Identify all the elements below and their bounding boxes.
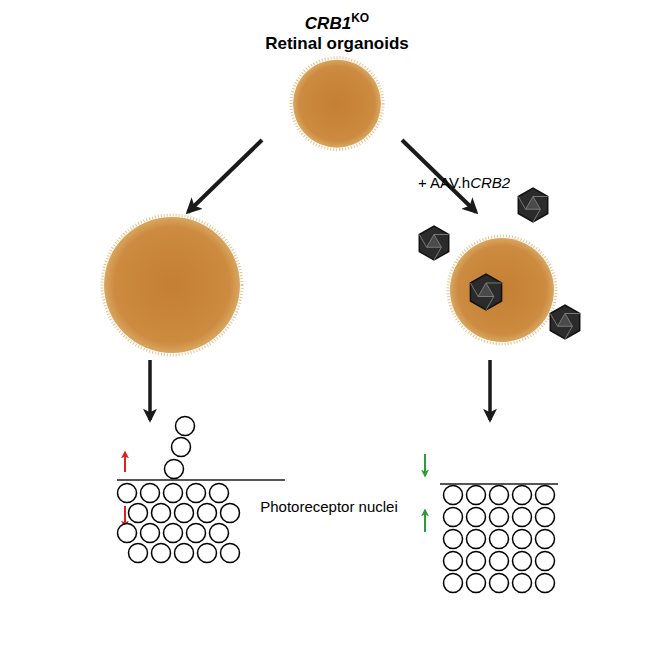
- photoreceptor-nucleus: [444, 530, 463, 549]
- photoreceptor-nucleus: [513, 508, 532, 527]
- photoreceptor-nucleus: [490, 508, 509, 527]
- photoreceptor-nucleus: [118, 524, 137, 543]
- photoreceptor-nucleus: [490, 574, 509, 593]
- photoreceptor-nucleus: [444, 552, 463, 571]
- photoreceptor-nucleus: [536, 486, 555, 505]
- organoid-node: CRB1KORetinal organoids: [232, 6, 442, 152]
- aav-particle: [470, 274, 501, 310]
- organoid-untreated: [102, 215, 242, 355]
- photoreceptor-nucleus: [490, 530, 509, 549]
- flow-arrow: [402, 140, 476, 212]
- photoreceptor-nucleus: [141, 524, 160, 543]
- photoreceptor-nucleus: [513, 552, 532, 571]
- photoreceptor-nucleus: [152, 544, 171, 563]
- photoreceptor-nucleus: [444, 486, 463, 505]
- photoreceptor-nucleus: [467, 508, 486, 527]
- photoreceptor-nucleus: [210, 524, 229, 543]
- vector-label: + AAV.h: [418, 174, 470, 192]
- photoreceptor-nucleus: [176, 417, 195, 436]
- photoreceptor-nucleus: [221, 544, 240, 563]
- photoreceptor-nucleus: [210, 484, 229, 503]
- flow-arrow: [188, 140, 262, 212]
- photoreceptor-nucleus: [536, 574, 555, 593]
- photoreceptor-nucleus: [444, 508, 463, 527]
- photoreceptor-nucleus: [172, 438, 191, 457]
- outer-limiting-membrane: [440, 483, 558, 485]
- photoreceptor-nucleus: [536, 508, 555, 527]
- photoreceptor-nucleus: [187, 524, 206, 543]
- node-heading: Retinal organoids: [232, 34, 442, 54]
- photoreceptor-nucleus: [536, 552, 555, 571]
- photoreceptor-nucleus: [444, 574, 463, 593]
- photoreceptor-nucleus: [536, 530, 555, 549]
- photoreceptor-nucleus: [513, 574, 532, 593]
- photoreceptor-nucleus: [513, 530, 532, 549]
- photoreceptor-nucleus: [198, 544, 217, 563]
- photoreceptor-nucleus: [198, 504, 217, 523]
- layer-label: Photoreceptor nuclei: [260, 498, 398, 516]
- decrease-arrow: [424, 454, 426, 476]
- photoreceptor-nucleus: [129, 544, 148, 563]
- photoreceptor-nucleus: [513, 486, 532, 505]
- photoreceptor-nucleus: [118, 484, 137, 503]
- increase-arrow: [424, 510, 426, 532]
- photoreceptor-nucleus: [129, 504, 148, 523]
- photoreceptor-nucleus: [467, 552, 486, 571]
- photoreceptor-nucleus: [175, 504, 194, 523]
- photoreceptor-nucleus: [467, 530, 486, 549]
- flow-arrow: [148, 360, 152, 420]
- photoreceptor-nucleus: [165, 460, 184, 479]
- organoid-treated: [448, 236, 556, 344]
- aav-particle: [518, 188, 547, 222]
- aav-particle: [550, 305, 579, 339]
- photoreceptor-nucleus: [221, 504, 240, 523]
- photoreceptor-nucleus: [490, 552, 509, 571]
- increase-arrow: [124, 452, 126, 472]
- superscript: KO: [351, 11, 369, 25]
- photoreceptor-nucleus: [164, 484, 183, 503]
- photoreceptor-nucleus: [175, 544, 194, 563]
- vector-label: CRB2: [470, 174, 510, 192]
- photoreceptor-nucleus: [490, 486, 509, 505]
- photoreceptor-nucleus: [467, 486, 486, 505]
- photoreceptor-nucleus: [141, 484, 160, 503]
- outer-limiting-membrane: [117, 479, 285, 481]
- title-line: CRB1KO: [232, 8, 442, 34]
- photoreceptor-nucleus: [164, 524, 183, 543]
- flow-arrow: [488, 360, 492, 420]
- aav-particle: [419, 226, 448, 260]
- photoreceptor-nucleus: [152, 504, 171, 523]
- photoreceptor-nucleus: [467, 574, 486, 593]
- gene-name: CRB1: [305, 14, 351, 33]
- photoreceptor-nucleus: [187, 484, 206, 503]
